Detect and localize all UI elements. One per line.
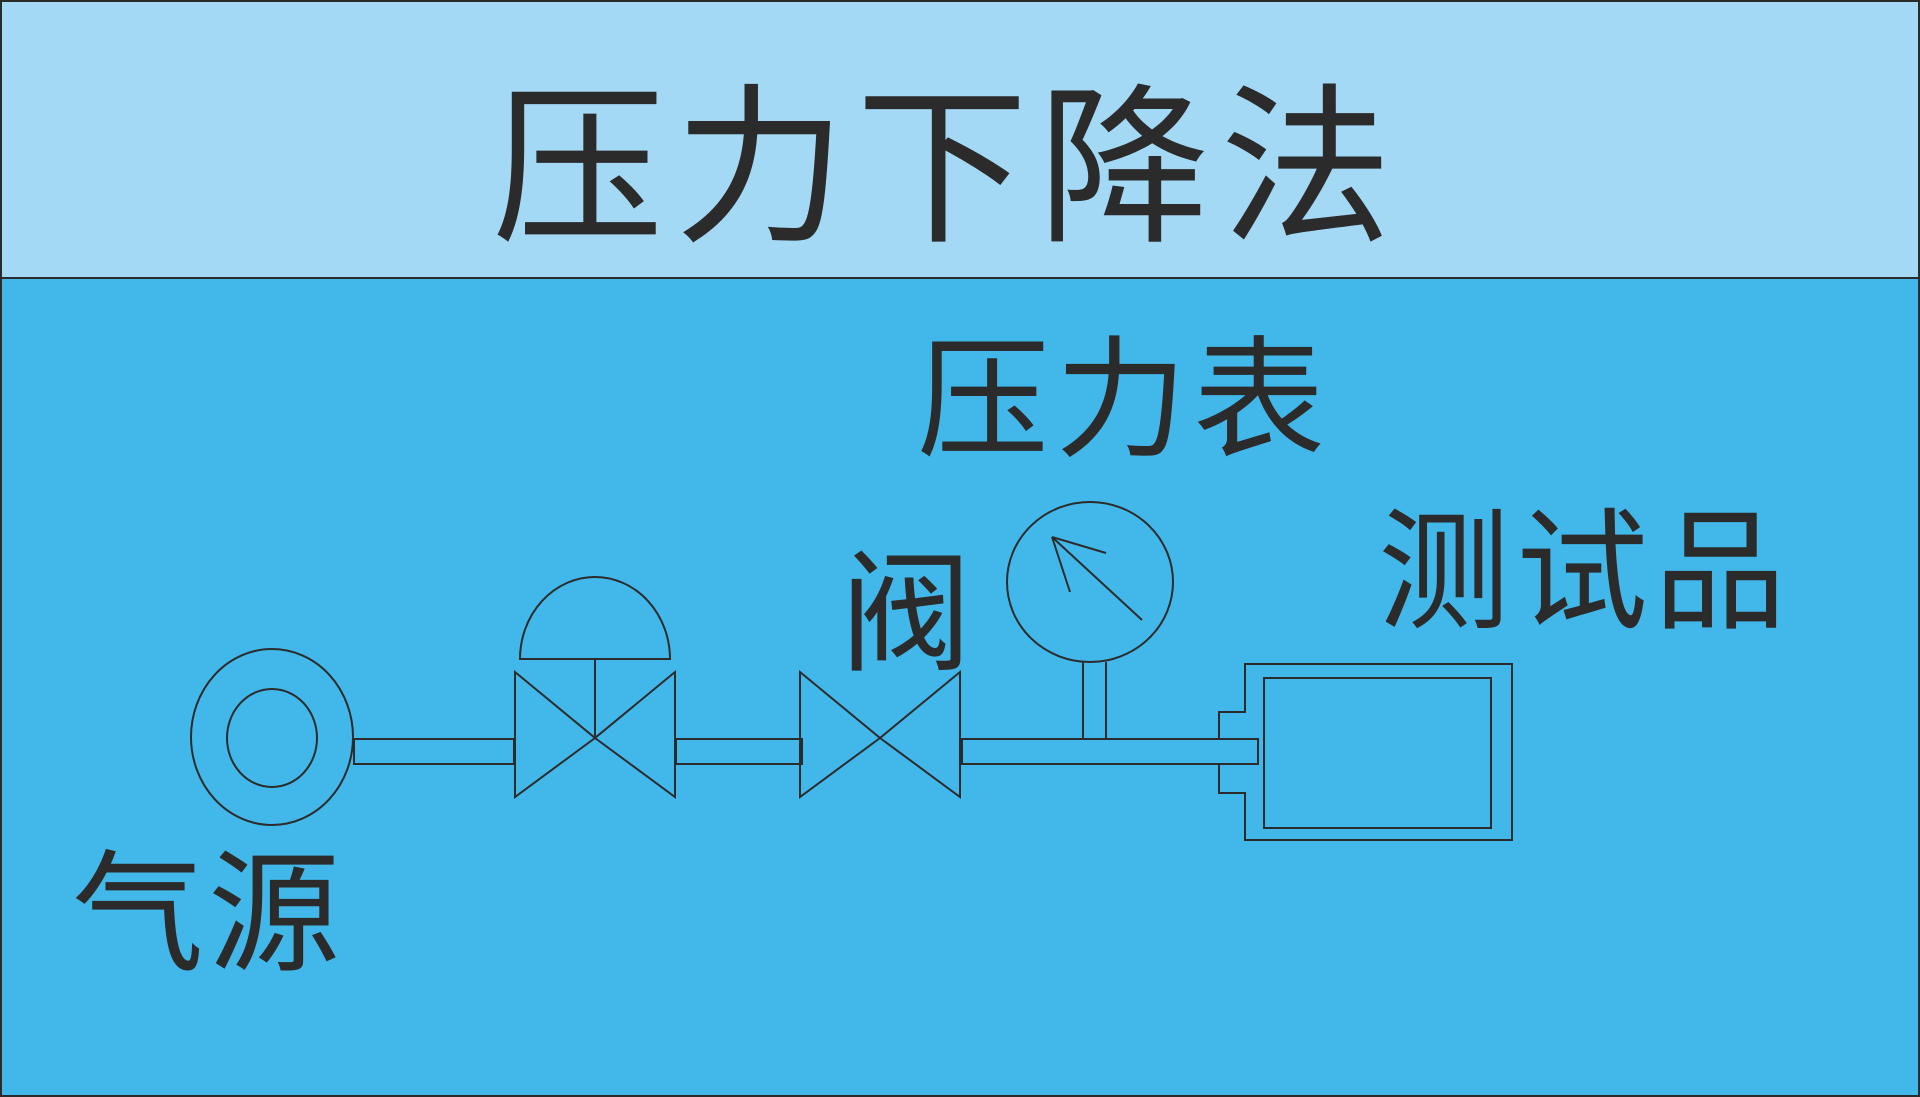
air-source-label: 气源 xyxy=(72,838,344,992)
valve-label: 阀 xyxy=(840,538,972,692)
header-band xyxy=(0,0,1920,279)
pipe-segment-3 xyxy=(961,738,1259,765)
pressure-gauge-symbol xyxy=(1006,501,1174,739)
air-source-symbol xyxy=(190,648,354,826)
valve-symbol xyxy=(799,669,961,799)
gauge-label: 压力表 xyxy=(917,324,1331,478)
test-item-label: 测试品 xyxy=(1378,496,1792,650)
actuated-valve-symbol xyxy=(514,576,676,799)
page-title: 压力下降法 xyxy=(492,68,1402,269)
test-item-symbol xyxy=(1218,663,1513,841)
